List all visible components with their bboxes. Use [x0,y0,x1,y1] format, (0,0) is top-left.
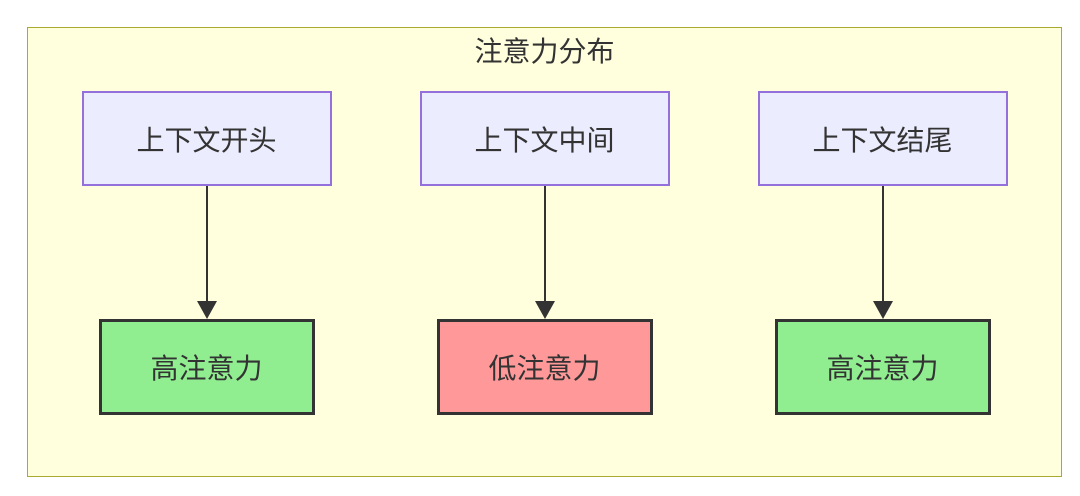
arrowhead-down-icon [534,301,555,319]
node-context-start: 上下文开头 [81,91,332,186]
attention-distribution-subgraph: 注意力分布 上下文开头 高注意力 上下文中间 低注意力 上下文结尾 [27,27,1062,477]
arrowhead-down-icon [872,301,893,319]
diagram-title: 注意力分布 [474,36,615,67]
flow-column-context-middle: 上下文中间 低注意力 [419,91,670,415]
flow-column-context-end: 上下文结尾 高注意力 [757,91,1008,415]
arrow-end-to-high [872,186,893,319]
arrow-line [205,186,208,301]
arrow-start-to-high [196,186,217,319]
node-low-attention-center: 低注意力 [436,319,653,415]
arrow-line [543,186,546,301]
node-high-attention-right: 高注意力 [774,319,991,415]
arrowhead-down-icon [196,301,217,319]
node-context-end: 上下文结尾 [757,91,1008,186]
flow-column-context-start: 上下文开头 高注意力 [81,91,332,415]
arrow-middle-to-low [534,186,555,319]
node-high-attention-left: 高注意力 [98,319,315,415]
node-context-middle: 上下文中间 [419,91,670,186]
arrow-line [881,186,884,301]
flow-columns: 上下文开头 高注意力 上下文中间 低注意力 上下文结尾 [28,91,1061,415]
